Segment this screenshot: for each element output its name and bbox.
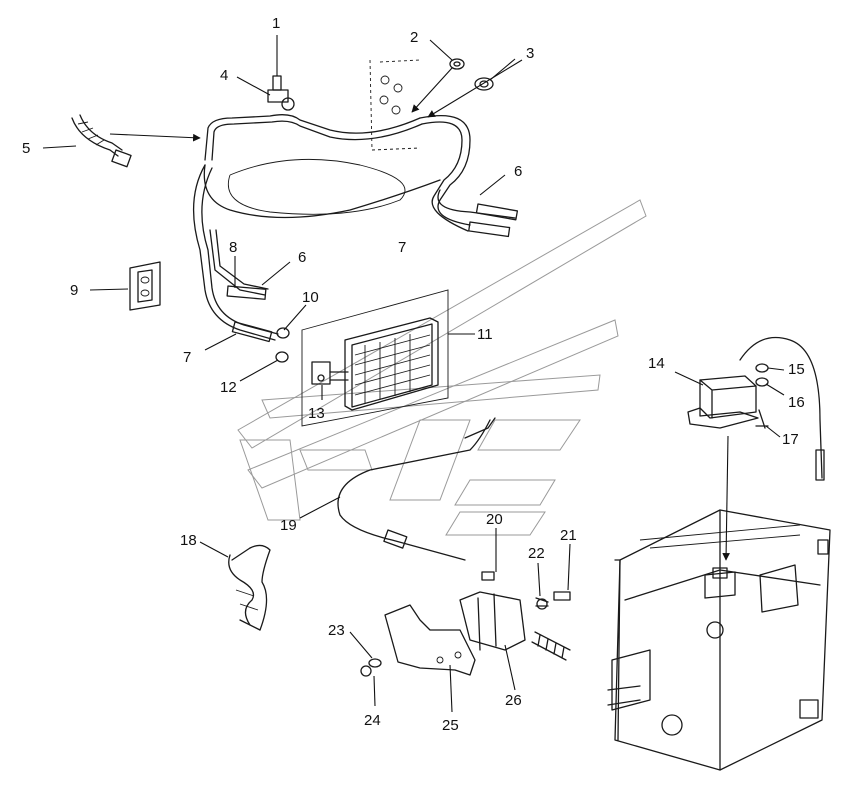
callout-1: 1 bbox=[272, 15, 280, 32]
callout-8: 8 bbox=[229, 239, 237, 256]
heater-housing bbox=[607, 509, 831, 771]
flow-arrows bbox=[109, 59, 730, 561]
callout-15: 15 bbox=[788, 361, 805, 378]
callout-22: 22 bbox=[528, 545, 545, 562]
callout-17: 17 bbox=[782, 431, 799, 448]
callout-26: 26 bbox=[505, 692, 522, 709]
callout-9: 9 bbox=[70, 282, 78, 299]
grommet-plate bbox=[129, 261, 161, 311]
callout-2: 2 bbox=[410, 29, 418, 46]
heater-core bbox=[301, 289, 449, 427]
callout-7-lower: 7 bbox=[183, 349, 191, 366]
callout-18: 18 bbox=[180, 532, 197, 549]
heater-hose-lower bbox=[192, 158, 519, 343]
callout-20: 20 bbox=[486, 511, 503, 528]
callout-19: 19 bbox=[280, 517, 297, 534]
callout-11: 11 bbox=[477, 326, 493, 343]
callout-13: 13 bbox=[308, 405, 325, 422]
callout-5: 5 bbox=[22, 140, 30, 157]
callout-16: 16 bbox=[788, 394, 805, 411]
callout-21: 21 bbox=[560, 527, 577, 544]
callout-12: 12 bbox=[220, 379, 237, 396]
callout-7-upper: 7 bbox=[398, 239, 406, 256]
hose-cap-small bbox=[449, 58, 465, 70]
hose-clamp bbox=[275, 327, 290, 363]
mounting-bracket bbox=[360, 571, 571, 677]
callout-6-upper: 6 bbox=[514, 163, 522, 180]
callout-23: 23 bbox=[328, 622, 345, 639]
bypass-hose bbox=[71, 114, 132, 168]
callout-25: 25 bbox=[442, 717, 459, 734]
control-cable bbox=[337, 417, 496, 561]
callout-14: 14 bbox=[648, 355, 665, 372]
hose-cap-large bbox=[474, 77, 494, 91]
callout-6-lower: 6 bbox=[298, 249, 306, 266]
hose-clip bbox=[228, 544, 271, 631]
callout-3: 3 bbox=[526, 45, 534, 62]
heater-valve bbox=[687, 336, 825, 481]
callout-24: 24 bbox=[364, 712, 381, 729]
callout-labels: 1 2 3 4 5 6 6 7 7 8 9 10 11 12 13 14 15 … bbox=[22, 15, 805, 734]
callout-10: 10 bbox=[302, 289, 319, 306]
screw-fitting bbox=[267, 75, 295, 111]
heater-hose-upper bbox=[203, 114, 511, 238]
bulkhead-panel bbox=[369, 59, 421, 151]
callout-4: 4 bbox=[220, 67, 228, 84]
